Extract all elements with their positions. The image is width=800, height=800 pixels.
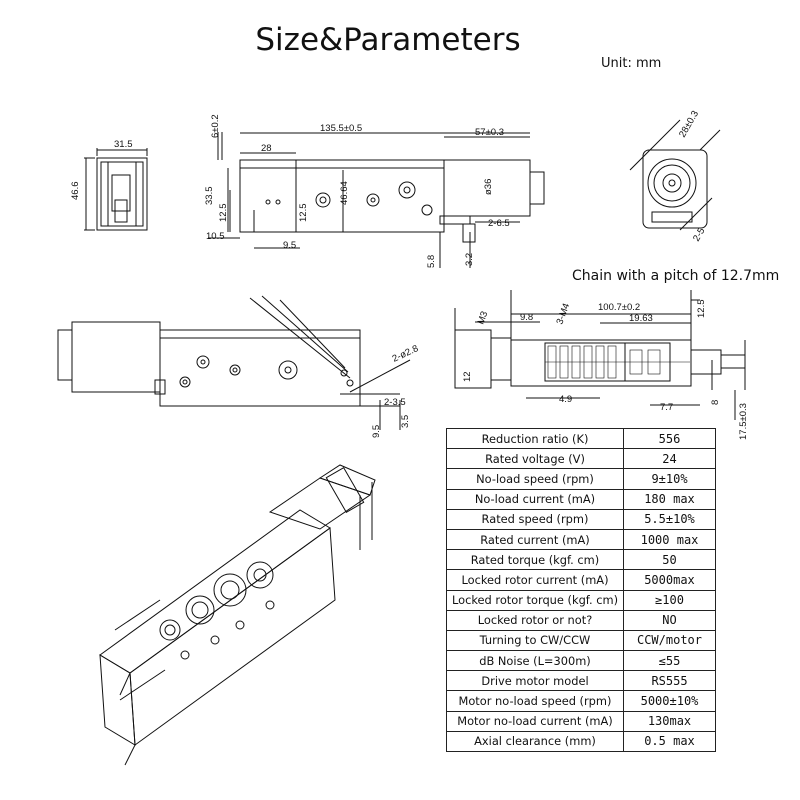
spec-value: 50 <box>623 549 716 571</box>
spec-row: Locked rotor current (mA)5000max <box>446 569 716 591</box>
page-title: Size&Parameters <box>255 22 521 58</box>
spec-label: Rated speed (rpm) <box>446 508 624 530</box>
spec-row: Locked rotor or not?NO <box>446 609 716 631</box>
spec-value: RS555 <box>623 670 716 692</box>
spec-label: Rated torque (kgf. cm) <box>446 549 624 571</box>
spec-value: 130max <box>623 710 716 732</box>
spec-row: Motor no-load current (mA)130max <box>446 710 716 732</box>
dim-m3: M3 <box>475 310 490 326</box>
spec-row: Reduction ratio (K)556 <box>446 427 716 450</box>
spec-label: Rated current (mA) <box>446 528 624 551</box>
spec-row: No-load speed (rpm)9±10% <box>446 468 716 490</box>
end-view-side <box>84 148 148 231</box>
spec-label: Locked rotor or not? <box>446 609 624 631</box>
dim-19-63: 19.63 <box>629 313 653 324</box>
dim-2-6-5: 2-6.5 <box>488 218 510 229</box>
spec-label: Axial clearance (mm) <box>446 730 624 753</box>
front-view <box>208 132 545 268</box>
dim-3-5: 3.5 <box>400 415 411 428</box>
dim-57: 57±0.3 <box>475 127 504 138</box>
dim-4-9: 4.9 <box>559 394 572 405</box>
dim-3-2: 3.2 <box>464 253 475 266</box>
spec-value: 5000max <box>623 569 716 591</box>
dim-7-7: 7.7 <box>660 402 673 413</box>
dim-12: 12 <box>462 371 473 382</box>
spec-label: Locked rotor torque (kgf. cm) <box>446 589 624 611</box>
spec-label: No-load speed (rpm) <box>446 468 624 490</box>
chain-pitch-note: Chain with a pitch of 12.7mm <box>572 268 780 284</box>
dim-6: 6±0.2 <box>210 114 221 138</box>
spec-label: No-load current (mA) <box>446 488 624 510</box>
motor-end-view <box>629 119 721 231</box>
dim-2-3-5: 2-3.5 <box>384 397 406 408</box>
spec-row: Axial clearance (mm)0.5 max <box>446 730 716 753</box>
dim-dia-36: ø36 <box>483 179 494 195</box>
spec-value: 9±10% <box>623 468 716 490</box>
unit-note: Unit: mm <box>601 56 662 71</box>
dim-28: 28 <box>261 143 272 154</box>
dim-9-8: 9.8 <box>520 312 533 323</box>
dim-8: 8 <box>710 400 721 405</box>
spec-row: Rated torque (kgf. cm)50 <box>446 549 716 571</box>
dim-12-5b: 12.5 <box>298 204 309 223</box>
dim-12-5a: 12.5 <box>218 204 229 223</box>
spec-row: Rated current (mA)1000 max <box>446 528 716 551</box>
spec-value: 5.5±10% <box>623 508 716 530</box>
dim-2-5: 2-5 <box>691 226 707 243</box>
spec-value: 180 max <box>623 488 716 510</box>
spec-row: Rated speed (rpm)5.5±10% <box>446 508 716 530</box>
spec-label: dB Noise (L=300m) <box>446 650 624 672</box>
spec-value: ≥100 <box>623 589 716 611</box>
dim-17-5: 17.5±0.3 <box>738 403 749 440</box>
rear-view <box>57 295 411 430</box>
dim-46-6: 46.6 <box>70 182 81 201</box>
spec-row: Rated voltage (V)24 <box>446 448 716 470</box>
spec-row: dB Noise (L=300m)≤55 <box>446 650 716 672</box>
spec-row: Motor no-load speed (rpm)5000±10% <box>446 690 716 712</box>
isometric-view <box>99 464 376 766</box>
spec-label: Rated voltage (V) <box>446 448 624 470</box>
dim-31-5: 31.5 <box>114 139 133 150</box>
dim-135-5: 135.5±0.5 <box>320 123 362 134</box>
dim-5-8: 5.8 <box>426 255 437 268</box>
spec-row: No-load current (mA)180 max <box>446 488 716 510</box>
dim-100-7: 100.7±0.2 <box>598 302 640 313</box>
spec-value: CCW/motor <box>623 629 716 652</box>
dim-2-dia-2-8: 2-ø2.8 <box>391 343 421 365</box>
spec-label: Drive motor model <box>446 670 624 692</box>
dim-9-5a: 9.5 <box>283 240 296 251</box>
dim-9-5b: 9.5 <box>371 425 382 438</box>
dim-33-5: 33.5 <box>204 187 215 206</box>
spec-label: Motor no-load current (mA) <box>446 710 624 732</box>
spec-label: Turning to CW/CCW <box>446 629 624 652</box>
spec-value: 5000±10% <box>623 690 716 712</box>
spec-value: ≤55 <box>623 650 716 672</box>
spec-value: 0.5 max <box>623 730 716 753</box>
spec-label: Locked rotor current (mA) <box>446 569 624 591</box>
dim-10-5: 10.5 <box>206 231 225 242</box>
spec-label: Motor no-load speed (rpm) <box>446 690 624 712</box>
spec-value: 24 <box>623 448 716 470</box>
dim-28-r: 28±0.3 <box>677 109 701 140</box>
dimension-labels: 31.5 46.6 6±0.2 135.5±0.5 57±0.3 28 33.5… <box>70 109 749 440</box>
spec-value: NO <box>623 609 716 631</box>
dim-12-5c: 12.5 <box>696 300 707 319</box>
spec-value: 1000 max <box>623 528 716 551</box>
spec-value: 556 <box>623 427 716 450</box>
spec-label: Reduction ratio (K) <box>446 427 624 450</box>
spec-row: Locked rotor torque (kgf. cm)≥100 <box>446 589 716 611</box>
gear-train <box>545 345 690 379</box>
dim-46-64: 46.64 <box>339 181 350 205</box>
